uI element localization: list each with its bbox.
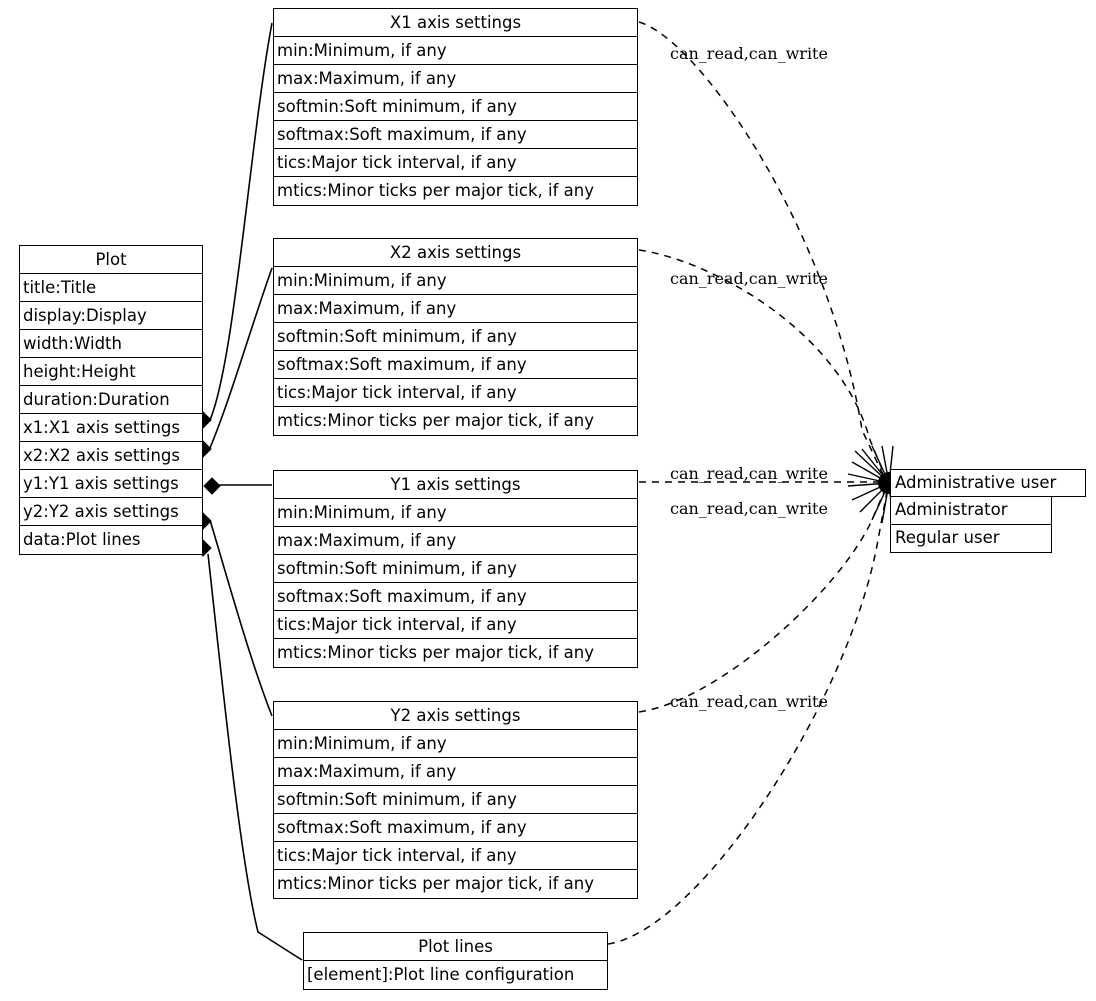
class-attr-plot-duration: duration:Duration xyxy=(20,386,202,414)
class-attr-y2-softmax: softmax:Soft maximum, if any xyxy=(274,814,637,842)
class-attr-y1-tics: tics:Major tick interval, if any xyxy=(274,611,637,639)
class-attr-admin-regular-user: Regular user xyxy=(890,525,1052,553)
class-attr-x1-tics: tics:Major tick interval, if any xyxy=(274,149,637,177)
class-attr-x1-softmin: softmin:Soft minimum, if any xyxy=(274,93,637,121)
class-attr-x2-softmin: softmin:Soft minimum, if any xyxy=(274,323,637,351)
class-attr-plot-lines-element: [element]:Plot line configuration xyxy=(304,961,607,989)
edge-label-x1-permissions: can_read,can_write xyxy=(670,44,828,63)
class-box-y1-axis-settings[interactable]: Y1 axis settings min:Minimum, if any max… xyxy=(273,470,638,668)
edge-perm-plotlines xyxy=(607,485,889,945)
class-title-plot: Plot xyxy=(20,246,202,274)
class-attr-admin-administrator: Administrator xyxy=(890,497,1052,525)
class-attr-plot-data: data:Plot lines xyxy=(20,526,202,554)
class-attr-plot-height: height:Height xyxy=(20,358,202,386)
class-attr-y2-max: max:Maximum, if any xyxy=(274,758,637,786)
class-attr-y2-min: min:Minimum, if any xyxy=(274,730,637,758)
class-attr-plot-display: display:Display xyxy=(20,302,202,330)
class-box-x1-axis-settings[interactable]: X1 axis settings min:Minimum, if any max… xyxy=(273,8,638,206)
class-title-administrative-user: Administrative user xyxy=(890,469,1086,497)
class-title-x2: X2 axis settings xyxy=(274,239,637,267)
class-title-y1: Y1 axis settings xyxy=(274,471,637,499)
class-attr-x2-softmax: softmax:Soft maximum, if any xyxy=(274,351,637,379)
class-attr-plot-y2: y2:Y2 axis settings xyxy=(20,498,202,526)
class-attr-y1-max: max:Maximum, if any xyxy=(274,527,637,555)
class-attr-x1-mtics: mtics:Minor ticks per major tick, if any xyxy=(274,177,637,205)
class-title-y2: Y2 axis settings xyxy=(274,702,637,730)
class-attr-y1-softmax: softmax:Soft maximum, if any xyxy=(274,583,637,611)
edge-plot-x2 xyxy=(209,267,273,449)
edge-plot-y2 xyxy=(209,519,273,717)
class-attr-y2-tics: tics:Major tick interval, if any xyxy=(274,842,637,870)
class-attr-x1-max: max:Maximum, if any xyxy=(274,65,637,93)
class-box-plot[interactable]: Plot title:Title display:Display width:W… xyxy=(19,245,203,555)
composition-diamond-y1 xyxy=(203,477,221,495)
class-attr-plot-width: width:Width xyxy=(20,330,202,358)
class-box-plot-lines[interactable]: Plot lines [element]:Plot line configura… xyxy=(303,932,608,990)
edge-label-plotlines-permissions: can_read,can_write xyxy=(670,692,828,711)
class-attr-x1-min: min:Minimum, if any xyxy=(274,37,637,65)
class-attr-y2-softmin: softmin:Soft minimum, if any xyxy=(274,786,637,814)
edge-label-y1b-permissions: can_read,can_write xyxy=(670,499,828,518)
class-attr-plot-y1: y1:Y1 axis settings xyxy=(20,470,202,498)
class-attr-plot-x2: x2:X2 axis settings xyxy=(20,442,202,470)
class-attr-plot-title: title:Title xyxy=(20,274,202,302)
class-attr-x1-softmax: softmax:Soft maximum, if any xyxy=(274,121,637,149)
class-attr-y1-min: min:Minimum, if any xyxy=(274,499,637,527)
class-attr-x2-max: max:Maximum, if any xyxy=(274,295,637,323)
class-box-administrative-user[interactable]: Administrative user Administrator Regula… xyxy=(890,469,1086,554)
class-attr-plot-x1: x1:X1 axis settings xyxy=(20,414,202,442)
class-attr-x2-tics: tics:Major tick interval, if any xyxy=(274,379,637,407)
class-attr-x2-min: min:Minimum, if any xyxy=(274,267,637,295)
class-title-plot-lines: Plot lines xyxy=(304,933,607,961)
class-attr-x2-mtics: mtics:Minor ticks per major tick, if any xyxy=(274,407,637,435)
edge-label-y1-permissions: can_read,can_write xyxy=(670,464,828,483)
class-attr-y1-mtics: mtics:Minor ticks per major tick, if any xyxy=(274,639,637,667)
class-attr-y1-softmin: softmin:Soft minimum, if any xyxy=(274,555,637,583)
edge-perm-x1 xyxy=(638,21,887,482)
class-box-x2-axis-settings[interactable]: X2 axis settings min:Minimum, if any max… xyxy=(273,238,638,436)
edge-label-x2-permissions: can_read,can_write xyxy=(670,269,828,288)
edge-perm-y2 xyxy=(638,484,888,713)
edge-plot-x1 xyxy=(209,22,273,421)
class-box-y2-axis-settings[interactable]: Y2 axis settings min:Minimum, if any max… xyxy=(273,701,638,899)
class-attr-y2-mtics: mtics:Minor ticks per major tick, if any xyxy=(274,870,637,898)
class-title-x1: X1 axis settings xyxy=(274,9,637,37)
